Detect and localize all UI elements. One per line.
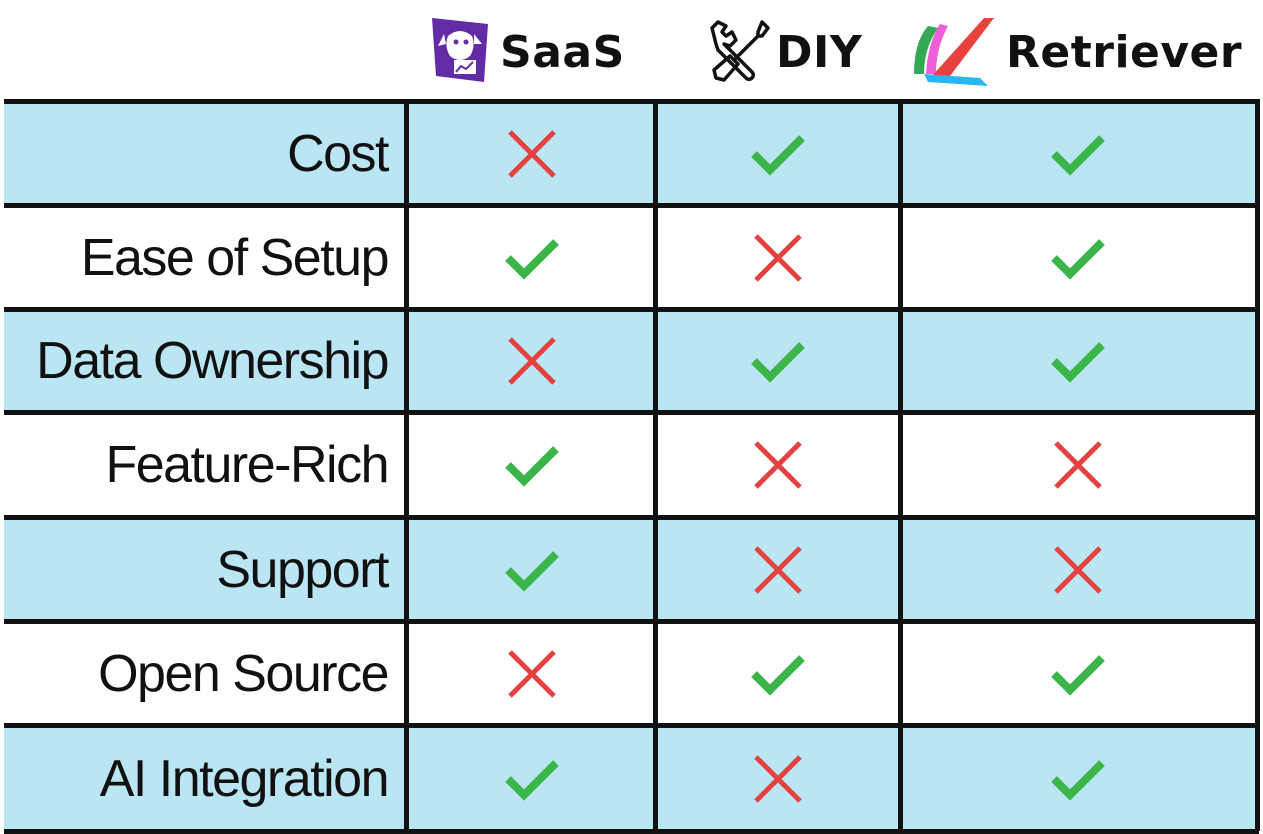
check-icon	[1051, 134, 1105, 176]
check-icon	[505, 446, 559, 487]
column-header-label: SaaS	[500, 26, 625, 78]
cross-icon	[1054, 545, 1102, 594]
check-icon	[1051, 759, 1105, 801]
table-row: Ease of Setup	[4, 208, 1259, 307]
column-header-diy: DIY	[702, 14, 862, 90]
row-divider	[4, 410, 1259, 415]
row-divider	[4, 515, 1259, 520]
cross-icon	[754, 545, 802, 594]
row-label: Ease of Setup	[80, 228, 390, 287]
column-divider	[1255, 99, 1260, 831]
table-row: AI Integration	[4, 728, 1259, 829]
retriever-ribbon-logo	[910, 12, 996, 93]
wrench-screwdriver-icon	[702, 14, 774, 91]
row-label: Open Source	[98, 644, 389, 703]
check-icon	[1051, 654, 1105, 696]
row-divider	[4, 203, 1259, 208]
table-row: Support	[4, 520, 1259, 619]
column-header-saas: SaaS	[428, 14, 625, 90]
cross-icon	[754, 754, 802, 803]
check-icon	[751, 342, 805, 383]
row-label: Cost	[287, 124, 389, 183]
column-header-label: Retriever	[1006, 26, 1243, 78]
row-divider	[4, 723, 1259, 728]
column-header-label: DIY	[776, 26, 863, 78]
cross-icon	[508, 649, 556, 698]
row-label: Data Ownership	[36, 332, 389, 390]
table-row: Feature-Rich	[4, 415, 1259, 515]
check-icon	[751, 134, 805, 176]
cross-icon	[754, 233, 802, 282]
row-divider	[4, 619, 1259, 624]
check-icon	[1051, 238, 1105, 280]
cross-icon	[508, 337, 556, 385]
row-divider	[4, 99, 1259, 104]
table-row: Data Ownership	[4, 312, 1259, 410]
row-divider	[4, 829, 1259, 834]
row-label: AI Integration	[99, 749, 390, 808]
check-icon	[505, 759, 559, 801]
cross-icon	[508, 129, 556, 178]
column-divider	[404, 99, 409, 831]
cross-icon	[1054, 441, 1102, 489]
row-divider	[4, 307, 1259, 312]
check-icon	[505, 550, 559, 592]
row-label: Support	[216, 540, 389, 599]
check-icon	[505, 238, 559, 280]
cross-icon	[754, 441, 802, 489]
datadog-dog-logo	[428, 14, 492, 91]
column-divider	[653, 99, 658, 831]
check-icon	[1051, 342, 1105, 383]
row-label: Feature-Rich	[105, 436, 389, 494]
column-divider	[898, 99, 903, 831]
table-row: Cost	[4, 104, 1259, 203]
table-row: Open Source	[4, 624, 1259, 723]
check-icon	[751, 654, 805, 696]
column-header-retriever: Retriever	[910, 14, 1242, 90]
